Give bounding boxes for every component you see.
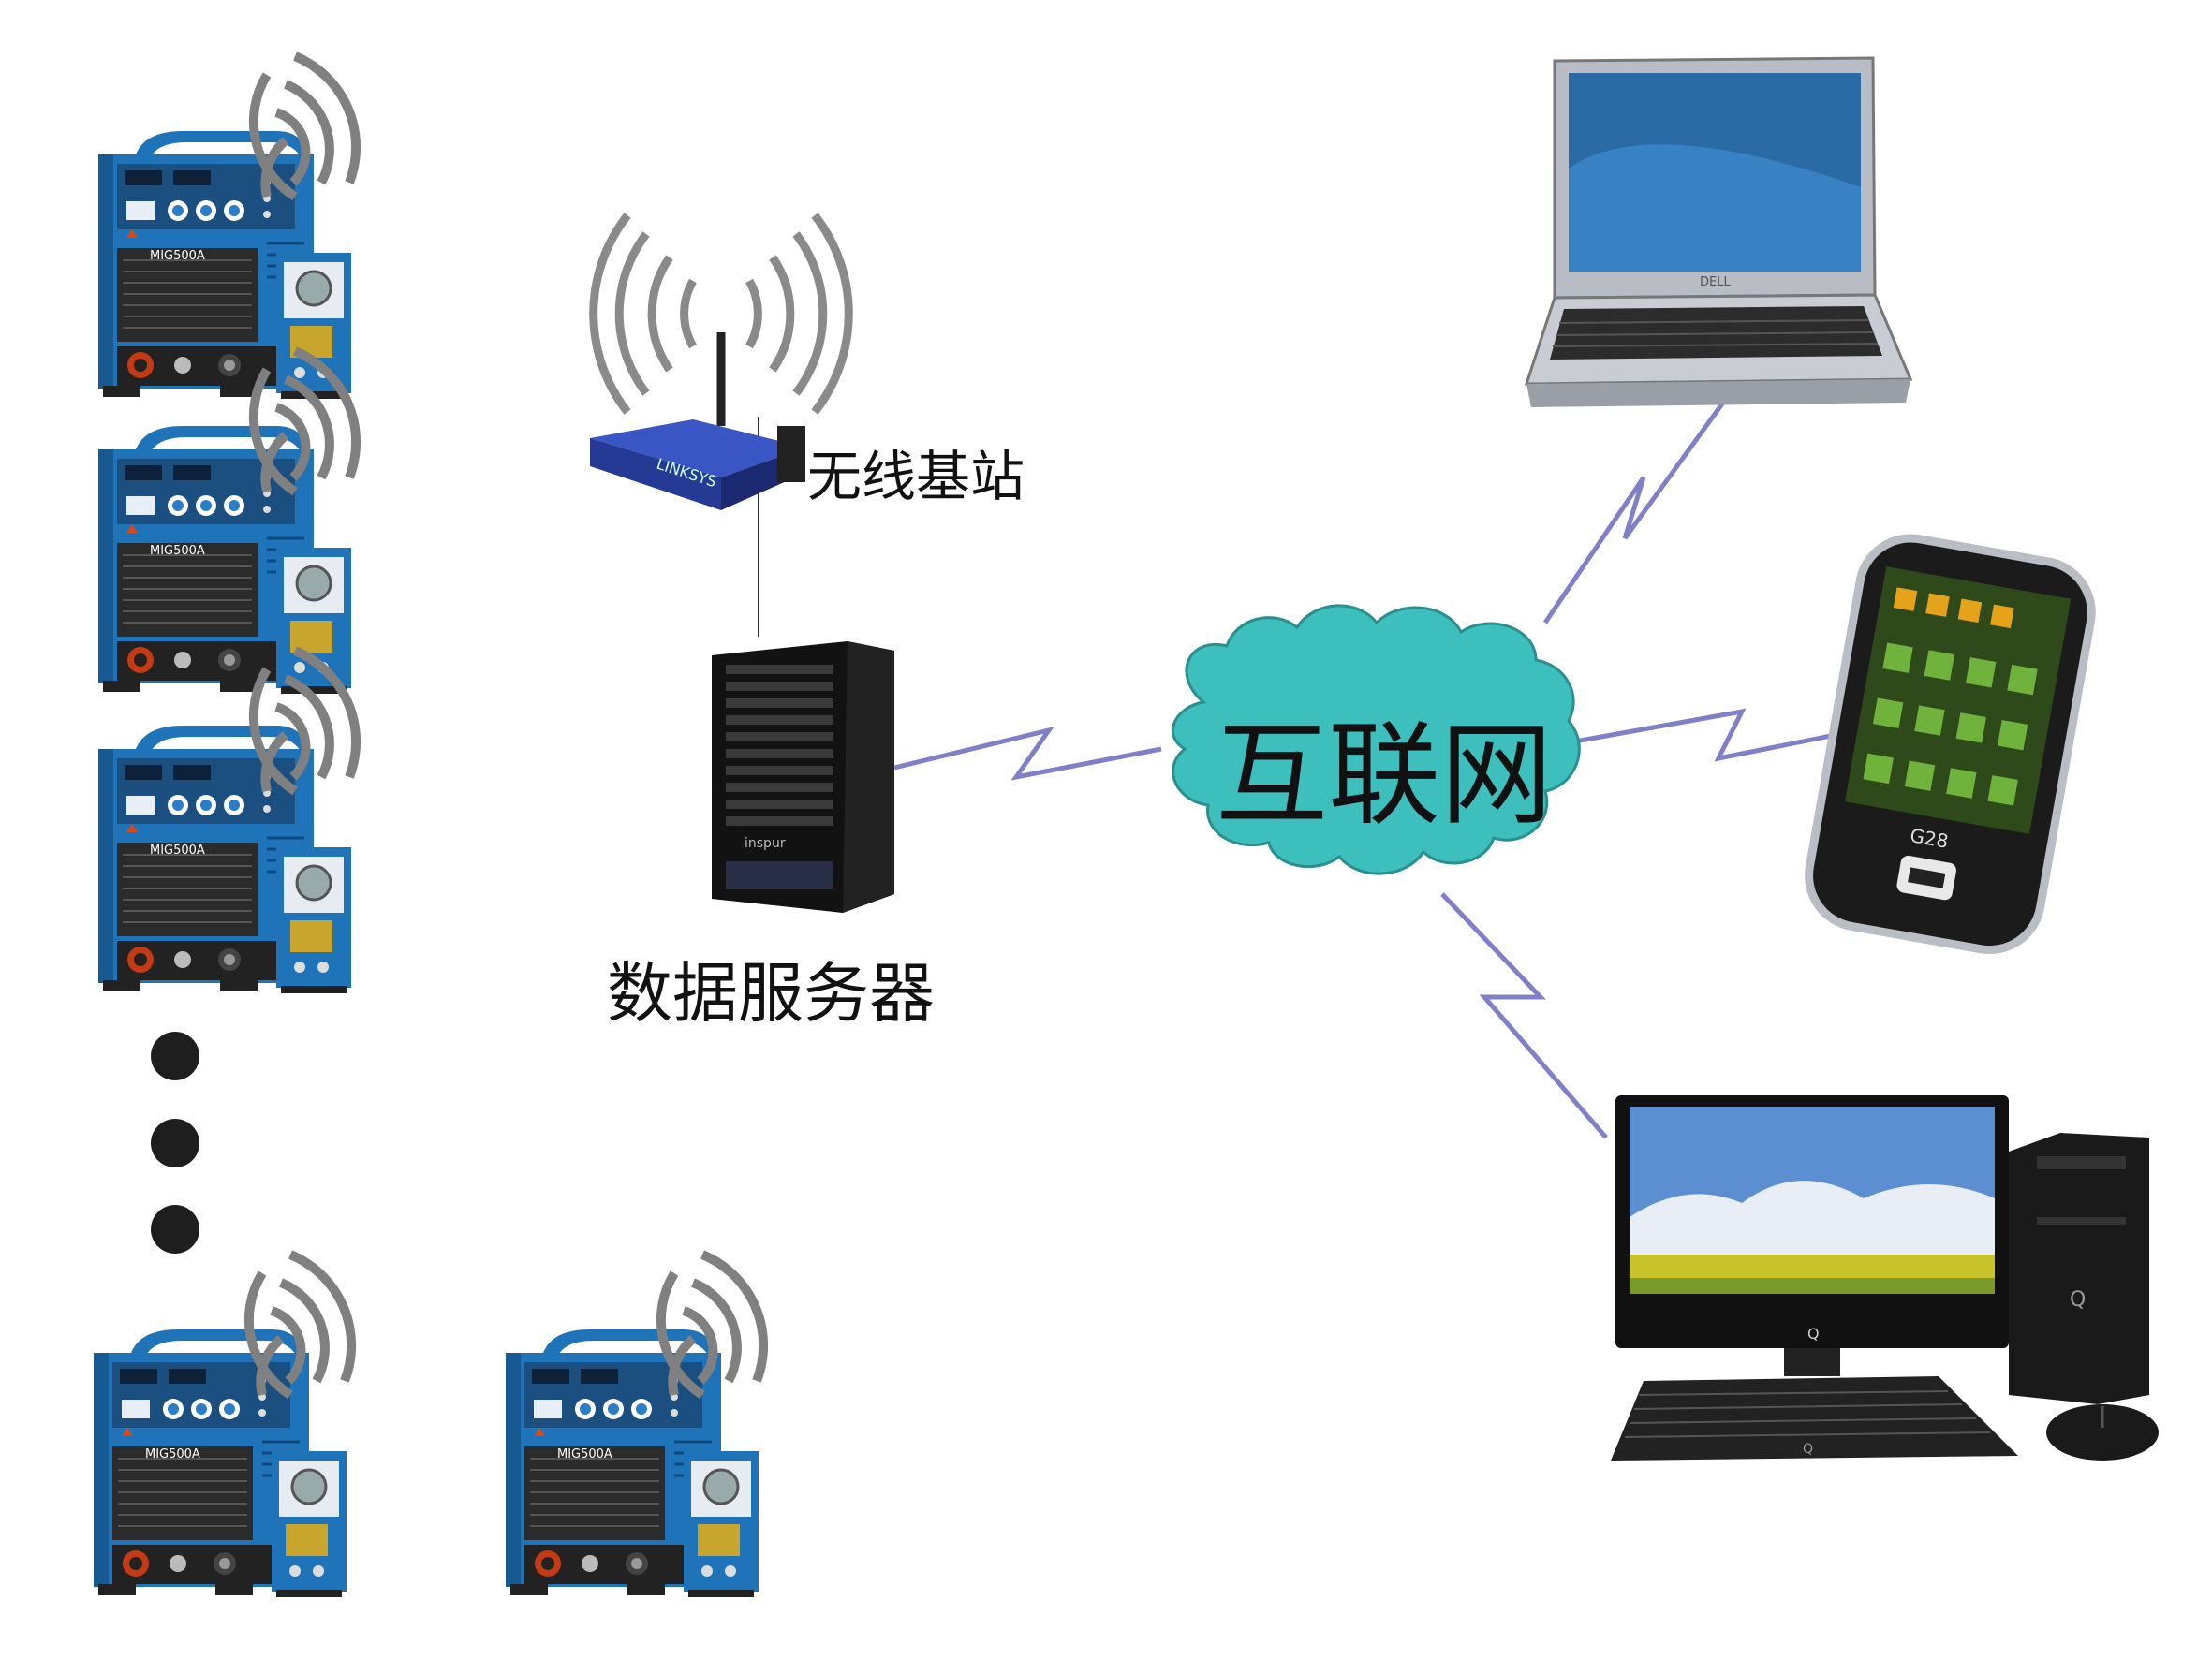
cloud-laptop-link [1542,401,1726,624]
internet-cloud [1172,604,1581,875]
base-station-label: 无线基站 [807,445,1025,508]
cloud-desktop-link [1440,892,1608,1139]
router-icon: LINKSYS [589,213,853,510]
keyboard-brand: Q [1803,1442,1813,1457]
data-server-label: 数据服务器 [607,955,935,1032]
server-cloud-link [893,727,1162,781]
welder-unit-1: MIG500A [98,56,356,399]
laptop-brand: DELL [1700,275,1731,289]
server-icon: inspur [712,641,894,913]
welder-model-label: MIG500A [150,844,205,858]
server-brand: inspur [745,836,786,851]
welder-unit-3: MIG500A [98,651,356,993]
welder-unit-4: MIG500A [94,1255,351,1597]
welder-unit-2: MIG500A [98,351,356,694]
monitor-brand: Q [1807,1325,1820,1343]
welder-model-label: MIG500A [150,249,205,263]
internet-label: 互联网 [1216,711,1553,841]
smartphone-icon: G28 [1805,534,2096,955]
laptop-icon: DELL [1524,56,1913,407]
more-units-ellipsis [151,1032,199,1254]
tower-brand: Q [2070,1288,2086,1312]
welder-model-label: MIG500A [145,1447,200,1461]
welder-unit-5: MIG500A [506,1255,763,1597]
welder-model-label: MIG500A [150,544,205,558]
desktop-computer-icon: Q Q Q [1611,1095,2159,1461]
cloud-phone-link [1558,708,1883,762]
welder-model-label: MIG500A [557,1447,612,1461]
